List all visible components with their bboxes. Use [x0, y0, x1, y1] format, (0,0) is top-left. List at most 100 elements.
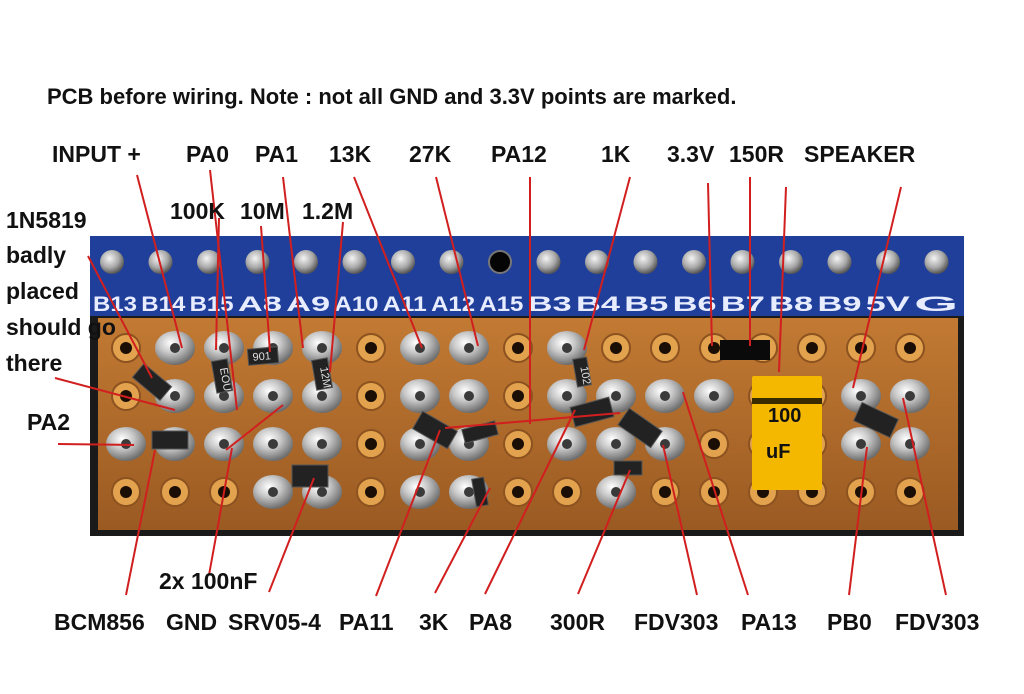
annotation-line — [484, 409, 576, 595]
label-1-2m: 1.2M — [302, 198, 354, 224]
annotation-line — [778, 186, 787, 373]
header-pin-label: A12 — [431, 293, 475, 316]
solder-hole — [317, 391, 327, 401]
header-pin-label: B5 — [624, 293, 669, 316]
header-pin-label: B15 — [190, 293, 234, 316]
solder-hole — [464, 391, 474, 401]
solder-hole — [611, 487, 621, 497]
label-pa11: PA11 — [339, 609, 394, 635]
label-27k: 27K — [409, 141, 452, 167]
smd-body — [291, 464, 329, 488]
header-pin — [779, 250, 803, 274]
label-pb0: PB0 — [827, 609, 872, 635]
label-input-plus: INPUT + — [52, 141, 141, 167]
pad-hole — [512, 438, 524, 450]
smd-body — [210, 358, 234, 394]
header-pin-label: A8 — [238, 293, 283, 316]
solder-hole — [562, 343, 572, 353]
pad-hole — [708, 342, 720, 354]
annotation-line — [225, 404, 284, 451]
header-pin — [342, 250, 367, 274]
pad-hole — [365, 486, 377, 498]
pad-hole — [169, 486, 181, 498]
header-pin — [924, 250, 949, 274]
pad-hole — [365, 342, 377, 354]
solder-hole — [415, 343, 425, 353]
annotation-line — [87, 255, 153, 379]
annotation-line — [54, 377, 176, 411]
label-srv05-4: SRV05-4 — [228, 609, 321, 635]
smd-body — [617, 407, 663, 449]
gnd-marker — [720, 340, 770, 360]
label-fdv303-b: FDV303 — [895, 609, 980, 635]
header-pin-label: B3 — [528, 293, 572, 316]
note-line-5: there — [6, 350, 63, 376]
solder-hole — [268, 487, 278, 497]
header-pin — [100, 250, 124, 274]
pad-hole — [904, 342, 916, 354]
pad-hole — [120, 342, 132, 354]
smd-body — [852, 401, 900, 439]
annotation-line — [444, 412, 621, 429]
solder-hole — [415, 391, 425, 401]
header-pin — [633, 250, 658, 274]
solder-hole — [562, 439, 572, 449]
capacitor-value: 100 — [768, 405, 801, 427]
smd-body — [572, 356, 592, 388]
annotation-line — [682, 391, 749, 596]
smd-component — [310, 357, 334, 391]
smd-component — [411, 410, 459, 450]
smd-component — [291, 464, 329, 488]
solder-hole — [660, 391, 670, 401]
label-13k: 13K — [329, 141, 372, 167]
note-line-1: 1N5819 — [6, 207, 87, 233]
annotation-line — [353, 176, 423, 349]
smd-body — [131, 362, 173, 402]
annotation-line — [434, 487, 491, 594]
pad-hole — [904, 486, 916, 498]
solder-hole — [464, 343, 474, 353]
annotation-line — [848, 446, 868, 596]
smd-marking: 102 — [577, 365, 592, 385]
solder-hole — [219, 343, 229, 353]
header-pin-label: G — [914, 293, 958, 316]
pad-hole — [610, 342, 622, 354]
pad-hole — [365, 390, 377, 402]
annotation-line — [57, 443, 135, 446]
smd-body — [310, 357, 334, 391]
annotation-line — [260, 225, 271, 353]
solder-hole — [856, 391, 866, 401]
header-pin — [827, 250, 852, 274]
annotation-line — [136, 174, 183, 349]
header-pin-label: B14 — [141, 293, 185, 316]
smd-marking: 12M — [317, 366, 333, 389]
annotation-line — [435, 176, 479, 347]
header-pin-label: B8 — [769, 293, 814, 316]
solder-hole — [660, 439, 670, 449]
label-fdv303-a: FDV303 — [634, 609, 719, 635]
header-pin-label: A15 — [479, 293, 523, 316]
solder-hole — [856, 439, 866, 449]
pad-hole — [806, 342, 818, 354]
header-pin-label: 5V — [866, 293, 910, 316]
tantalum-capacitor — [752, 376, 822, 490]
label-bcm856: BCM856 — [54, 609, 145, 635]
smd-marking: 901 — [252, 350, 271, 364]
pad-hole — [512, 390, 524, 402]
pad-hole — [120, 486, 132, 498]
annotation-line — [662, 444, 698, 596]
solder-hole — [464, 487, 474, 497]
note-line-3: placed — [6, 278, 79, 304]
header-pin — [294, 250, 318, 274]
smd-component — [572, 356, 592, 388]
header-pin — [391, 250, 415, 274]
header-hole — [488, 250, 512, 274]
solder-hole — [170, 391, 180, 401]
solder-hole — [611, 391, 621, 401]
header-pin-label: B9 — [818, 293, 862, 316]
header-pin-label: B13 — [93, 293, 137, 316]
header-pin — [439, 250, 464, 274]
smd-component — [151, 430, 189, 450]
solder-hole — [905, 391, 915, 401]
